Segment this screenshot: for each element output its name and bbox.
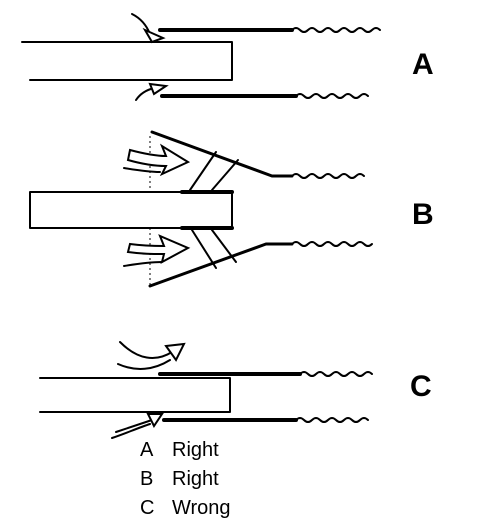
panel-b-top-fillet-1 — [189, 151, 217, 191]
panel-a-top-wave — [291, 27, 381, 33]
panel-c-bottom-arrow-shaft-2 — [111, 423, 151, 439]
panel-b: B — [29, 130, 434, 288]
panel-b-top-arrow-stroke — [123, 167, 161, 173]
panel-b-top-arrow — [126, 143, 191, 177]
panel-b-bottom-fillet-2 — [211, 229, 237, 263]
legend-verdict-b: Right — [172, 468, 219, 490]
panel-b-bottom-arrow-stroke — [123, 261, 163, 267]
panel-b-bar — [29, 191, 233, 229]
legend-verdict-a: Right — [172, 439, 219, 461]
legend-letter-b: B — [140, 468, 153, 490]
legend-letter-c: C — [140, 497, 154, 519]
panel-b-label: B — [412, 198, 434, 231]
panel-c-top-arrow-shaft — [119, 341, 173, 359]
panel-a: A — [21, 13, 434, 101]
panel-c-bottom-arrow-head — [146, 413, 164, 428]
panel-a-label: A — [412, 48, 434, 81]
panel-c-bottom-arrow-shaft — [115, 419, 153, 433]
legend-letter-a: A — [140, 439, 154, 461]
panel-b-bottom-flare — [148, 242, 294, 288]
panel-b-bottom-arrow — [126, 234, 191, 264]
panel-a-bottom-wave — [295, 93, 369, 99]
panel-c-top-arrow-lower — [117, 359, 171, 370]
panel-b-top-flare — [150, 130, 294, 178]
panel-b-top-wave — [291, 173, 365, 179]
panel-c-bar — [39, 377, 231, 413]
panel-b-top-fillet-2 — [211, 159, 239, 191]
panel-a-top-arrow-head — [142, 27, 166, 44]
panel-a-bottom-arrow-head — [148, 82, 169, 96]
panel-c-top-wave — [299, 371, 373, 377]
panel-a-inner-bar — [21, 41, 233, 81]
panel-c-bottom-wave — [295, 417, 369, 423]
legend-verdict-c: Wrong — [172, 497, 231, 519]
legend: A Right B Right C Wrong — [140, 439, 231, 519]
panel-c: C — [39, 341, 432, 439]
panel-c-label: C — [410, 370, 432, 403]
panel-b-bottom-fillet-1 — [191, 229, 217, 269]
panel-c-top-arrow-head — [164, 342, 186, 362]
panel-b-bottom-wave — [291, 241, 373, 247]
